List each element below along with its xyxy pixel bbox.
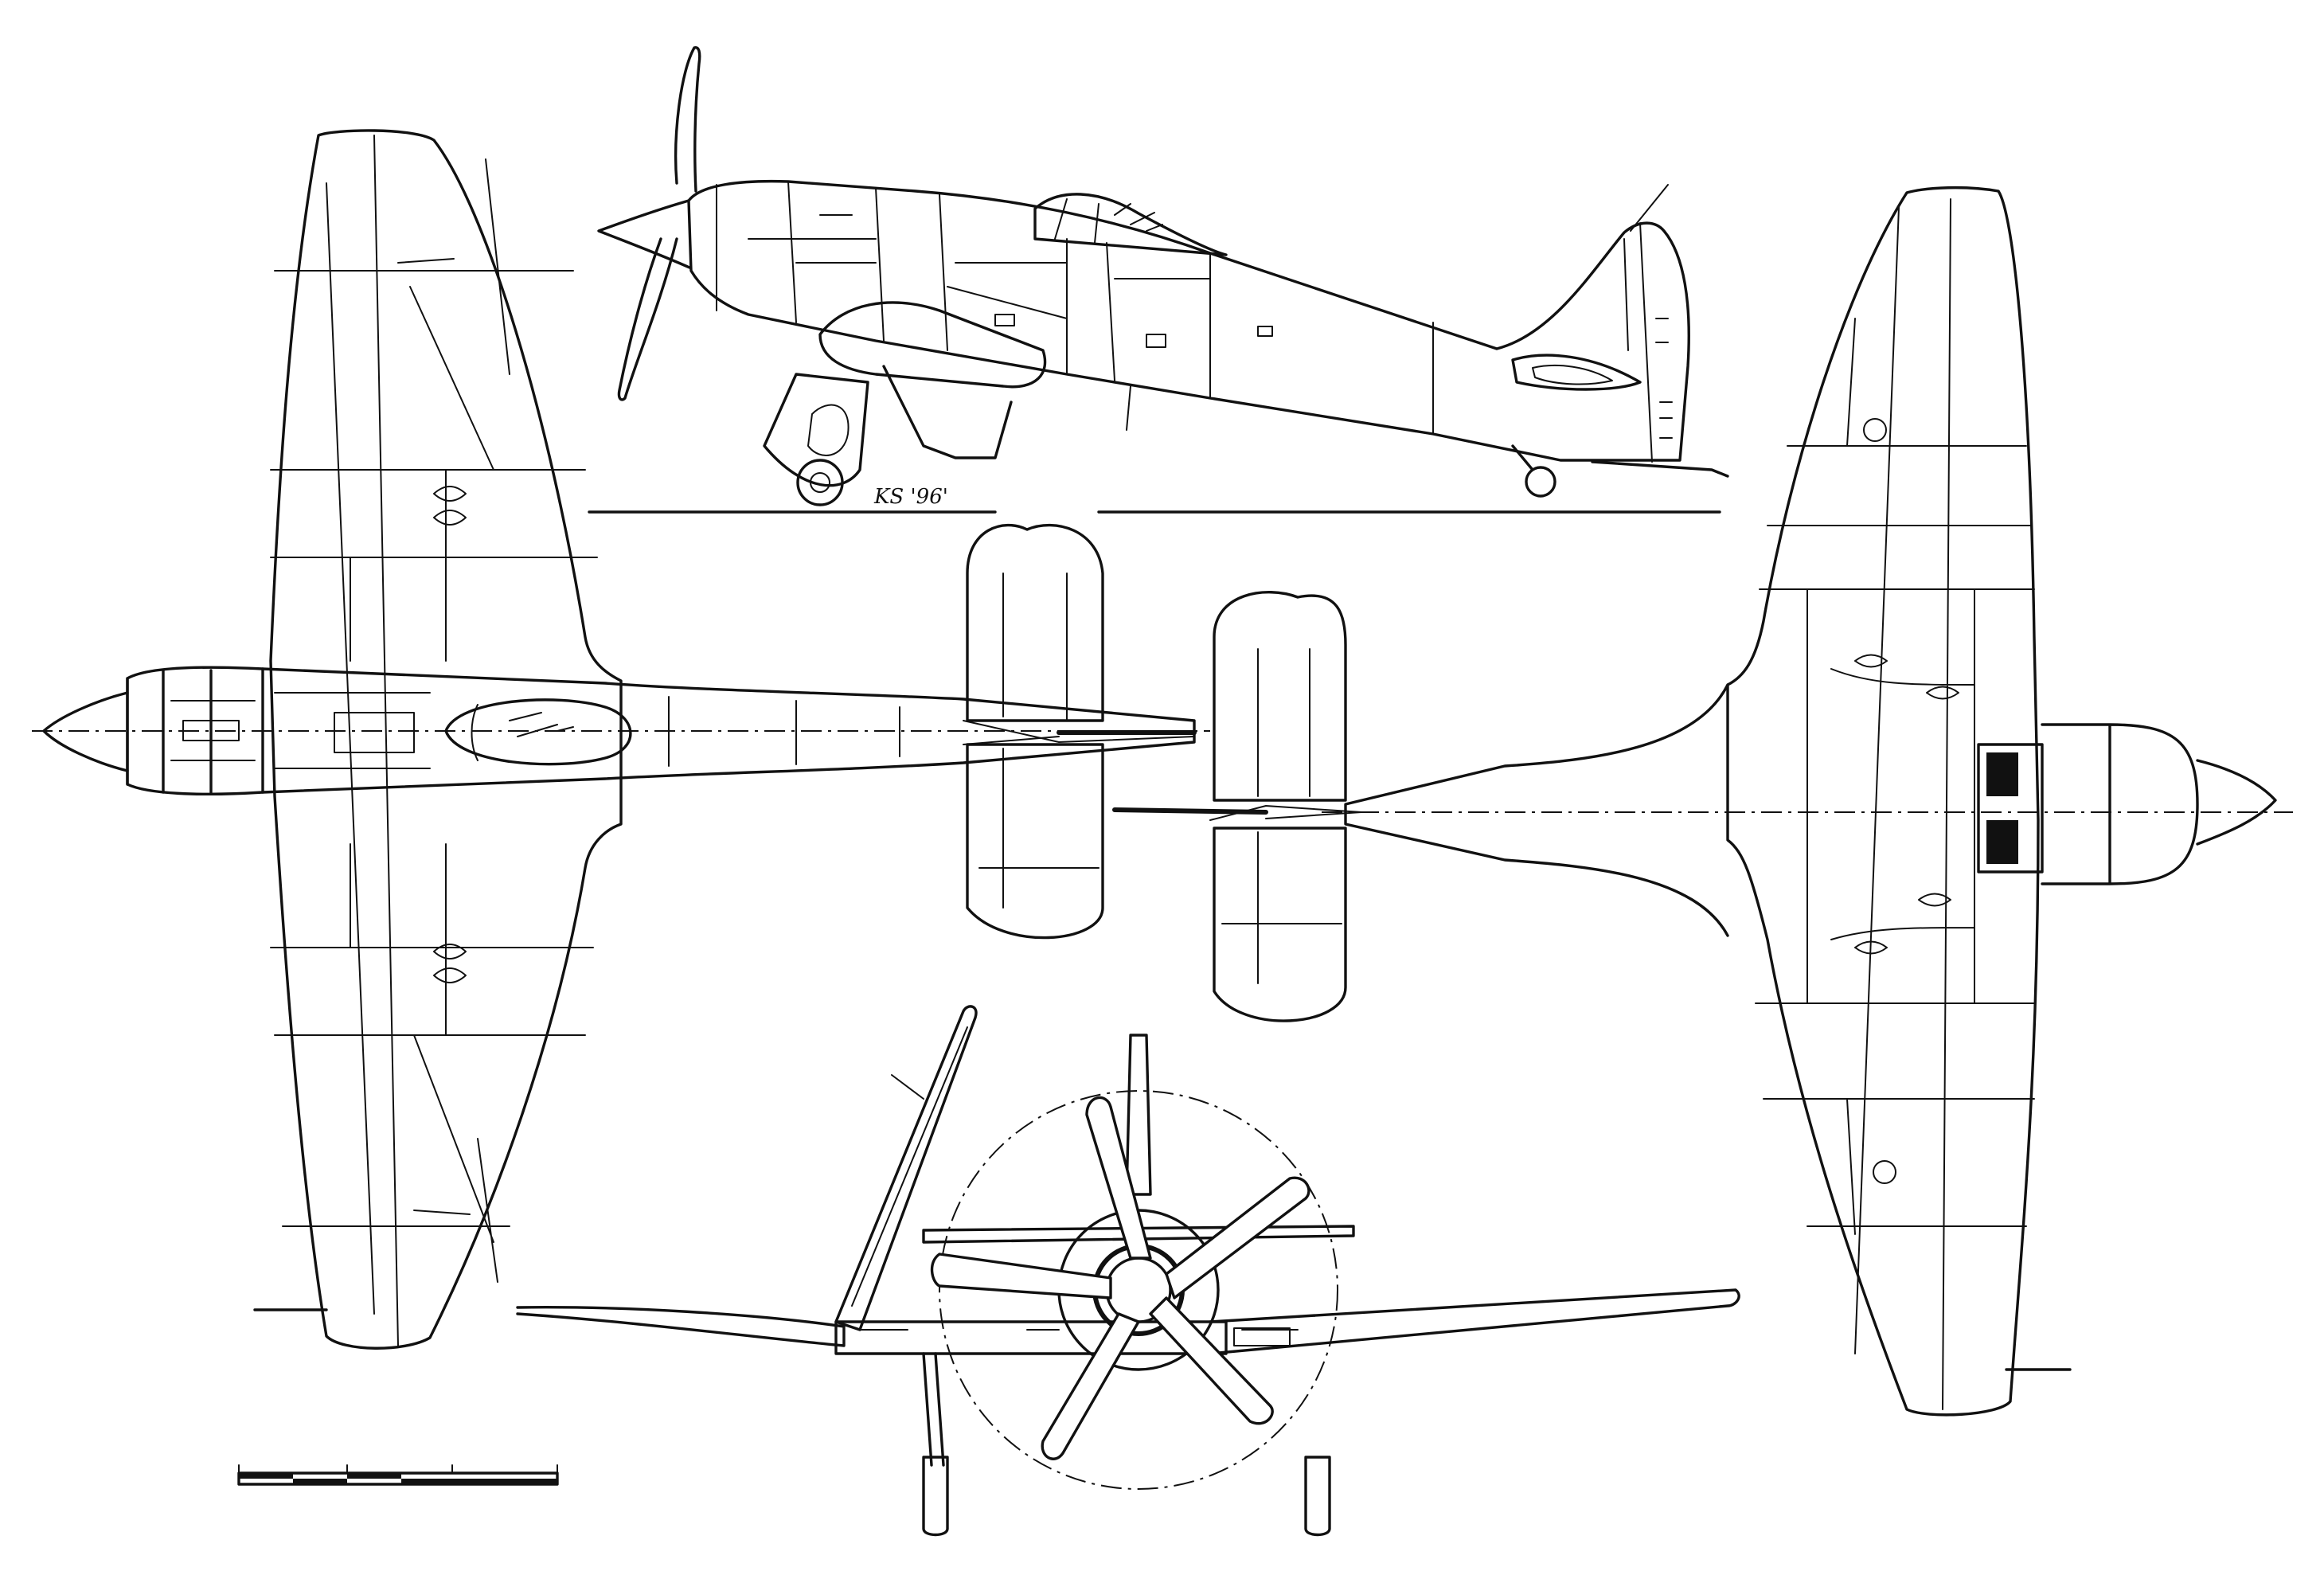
side-canopy-frame bbox=[1054, 198, 1163, 244]
tailplane-lower-right bbox=[1213, 827, 1347, 1022]
left-plan-canopy bbox=[444, 698, 632, 766]
tailplane-lower-left bbox=[966, 743, 1104, 940]
right-plan-roundel-lower bbox=[1873, 1160, 1896, 1184]
side-main-gear-door bbox=[763, 373, 869, 487]
front-blade-left bbox=[930, 1253, 1112, 1299]
side-view: KS '96' bbox=[588, 46, 1729, 514]
side-main-wheel-hub bbox=[810, 472, 830, 493]
front-folded-wing-inner bbox=[851, 1026, 968, 1307]
scale-bar-segment-1 bbox=[239, 1473, 293, 1479]
tailplane-panels bbox=[978, 573, 1342, 984]
front-centre-section bbox=[834, 1320, 1228, 1355]
left-plan-engine-cowl bbox=[126, 667, 264, 794]
drawing-signature: KS '96' bbox=[873, 485, 948, 509]
side-tailplane bbox=[1511, 354, 1642, 391]
left-plan-wing-panels bbox=[270, 135, 598, 1346]
side-main-wheel bbox=[796, 459, 844, 506]
front-view bbox=[516, 1005, 1740, 1537]
tailplane-views bbox=[963, 523, 1362, 1022]
right-tail-hook bbox=[1112, 807, 1268, 815]
side-fuselage-outline bbox=[687, 179, 1690, 462]
left-plan-flap-fittings bbox=[397, 258, 471, 1215]
front-propeller-disc bbox=[939, 1090, 1338, 1490]
tailplane-upper-left bbox=[966, 523, 1104, 722]
right-plan-radiator bbox=[1977, 743, 2044, 873]
side-arrester-hook bbox=[1591, 460, 1729, 478]
right-plan-radiator-grille-2 bbox=[1986, 820, 2018, 864]
tailplane-upper-right bbox=[1213, 591, 1347, 802]
front-gear-leg-left bbox=[922, 1352, 945, 1467]
side-spinner bbox=[597, 199, 691, 269]
side-propeller bbox=[617, 46, 701, 401]
scale-bar-segment-3 bbox=[293, 1479, 347, 1484]
right-plan-spinner bbox=[2196, 759, 2277, 846]
side-tailplane-inner bbox=[1532, 364, 1613, 385]
front-wing-left bbox=[516, 1306, 846, 1347]
scale-bar bbox=[237, 1464, 559, 1486]
side-ventral-aerial bbox=[1126, 385, 1131, 431]
front-wheel-left bbox=[922, 1456, 949, 1537]
side-main-gear-door-inner bbox=[807, 404, 850, 456]
left-plan-view bbox=[32, 129, 1210, 1350]
left-tail-cone bbox=[963, 720, 1195, 745]
side-cowl-panels bbox=[716, 181, 1434, 435]
front-blade-right bbox=[1165, 1176, 1310, 1299]
side-canopy bbox=[1033, 193, 1228, 256]
right-plan-engine-cowl bbox=[2041, 723, 2199, 885]
right-plan-wing-panels bbox=[1755, 198, 2035, 1410]
front-blade-lower-right bbox=[1149, 1296, 1274, 1425]
left-plan-wing-outline bbox=[269, 129, 623, 1350]
right-plan-access-panels bbox=[1854, 654, 1959, 955]
front-wheel-right bbox=[1304, 1456, 1331, 1537]
right-plan-wing-outline bbox=[1726, 186, 2040, 1417]
front-folded-wing bbox=[834, 1005, 978, 1331]
scale-bar-segment-4 bbox=[401, 1479, 557, 1484]
front-blade-top bbox=[1085, 1096, 1152, 1260]
front-tailplane bbox=[922, 1225, 1355, 1244]
right-plan-roundel-upper bbox=[1863, 418, 1887, 442]
front-blade-lower-left bbox=[1041, 1312, 1140, 1460]
left-plan-canopy-frame bbox=[471, 704, 574, 761]
side-fin-rudder bbox=[1623, 222, 1673, 463]
right-plan-radiator-grille-1 bbox=[1986, 752, 2018, 796]
side-wing-root bbox=[818, 301, 1047, 389]
left-plan-cowl-detail bbox=[170, 700, 256, 761]
front-wing-right bbox=[1209, 1288, 1740, 1355]
side-antenna bbox=[1630, 184, 1669, 232]
side-tailwheel-leg bbox=[1511, 444, 1534, 471]
front-fin bbox=[1125, 1034, 1152, 1196]
side-tailwheel bbox=[1525, 466, 1556, 498]
scale-bar-ticks bbox=[238, 1464, 558, 1474]
scale-bar-segment-2 bbox=[347, 1473, 401, 1479]
right-plan-view bbox=[1322, 186, 2293, 1417]
left-plan-fuselage bbox=[126, 666, 1196, 796]
right-plan-fuselage bbox=[1344, 683, 1729, 937]
side-main-gear-leg bbox=[882, 365, 1013, 459]
front-radiator-grille bbox=[1233, 1327, 1291, 1346]
